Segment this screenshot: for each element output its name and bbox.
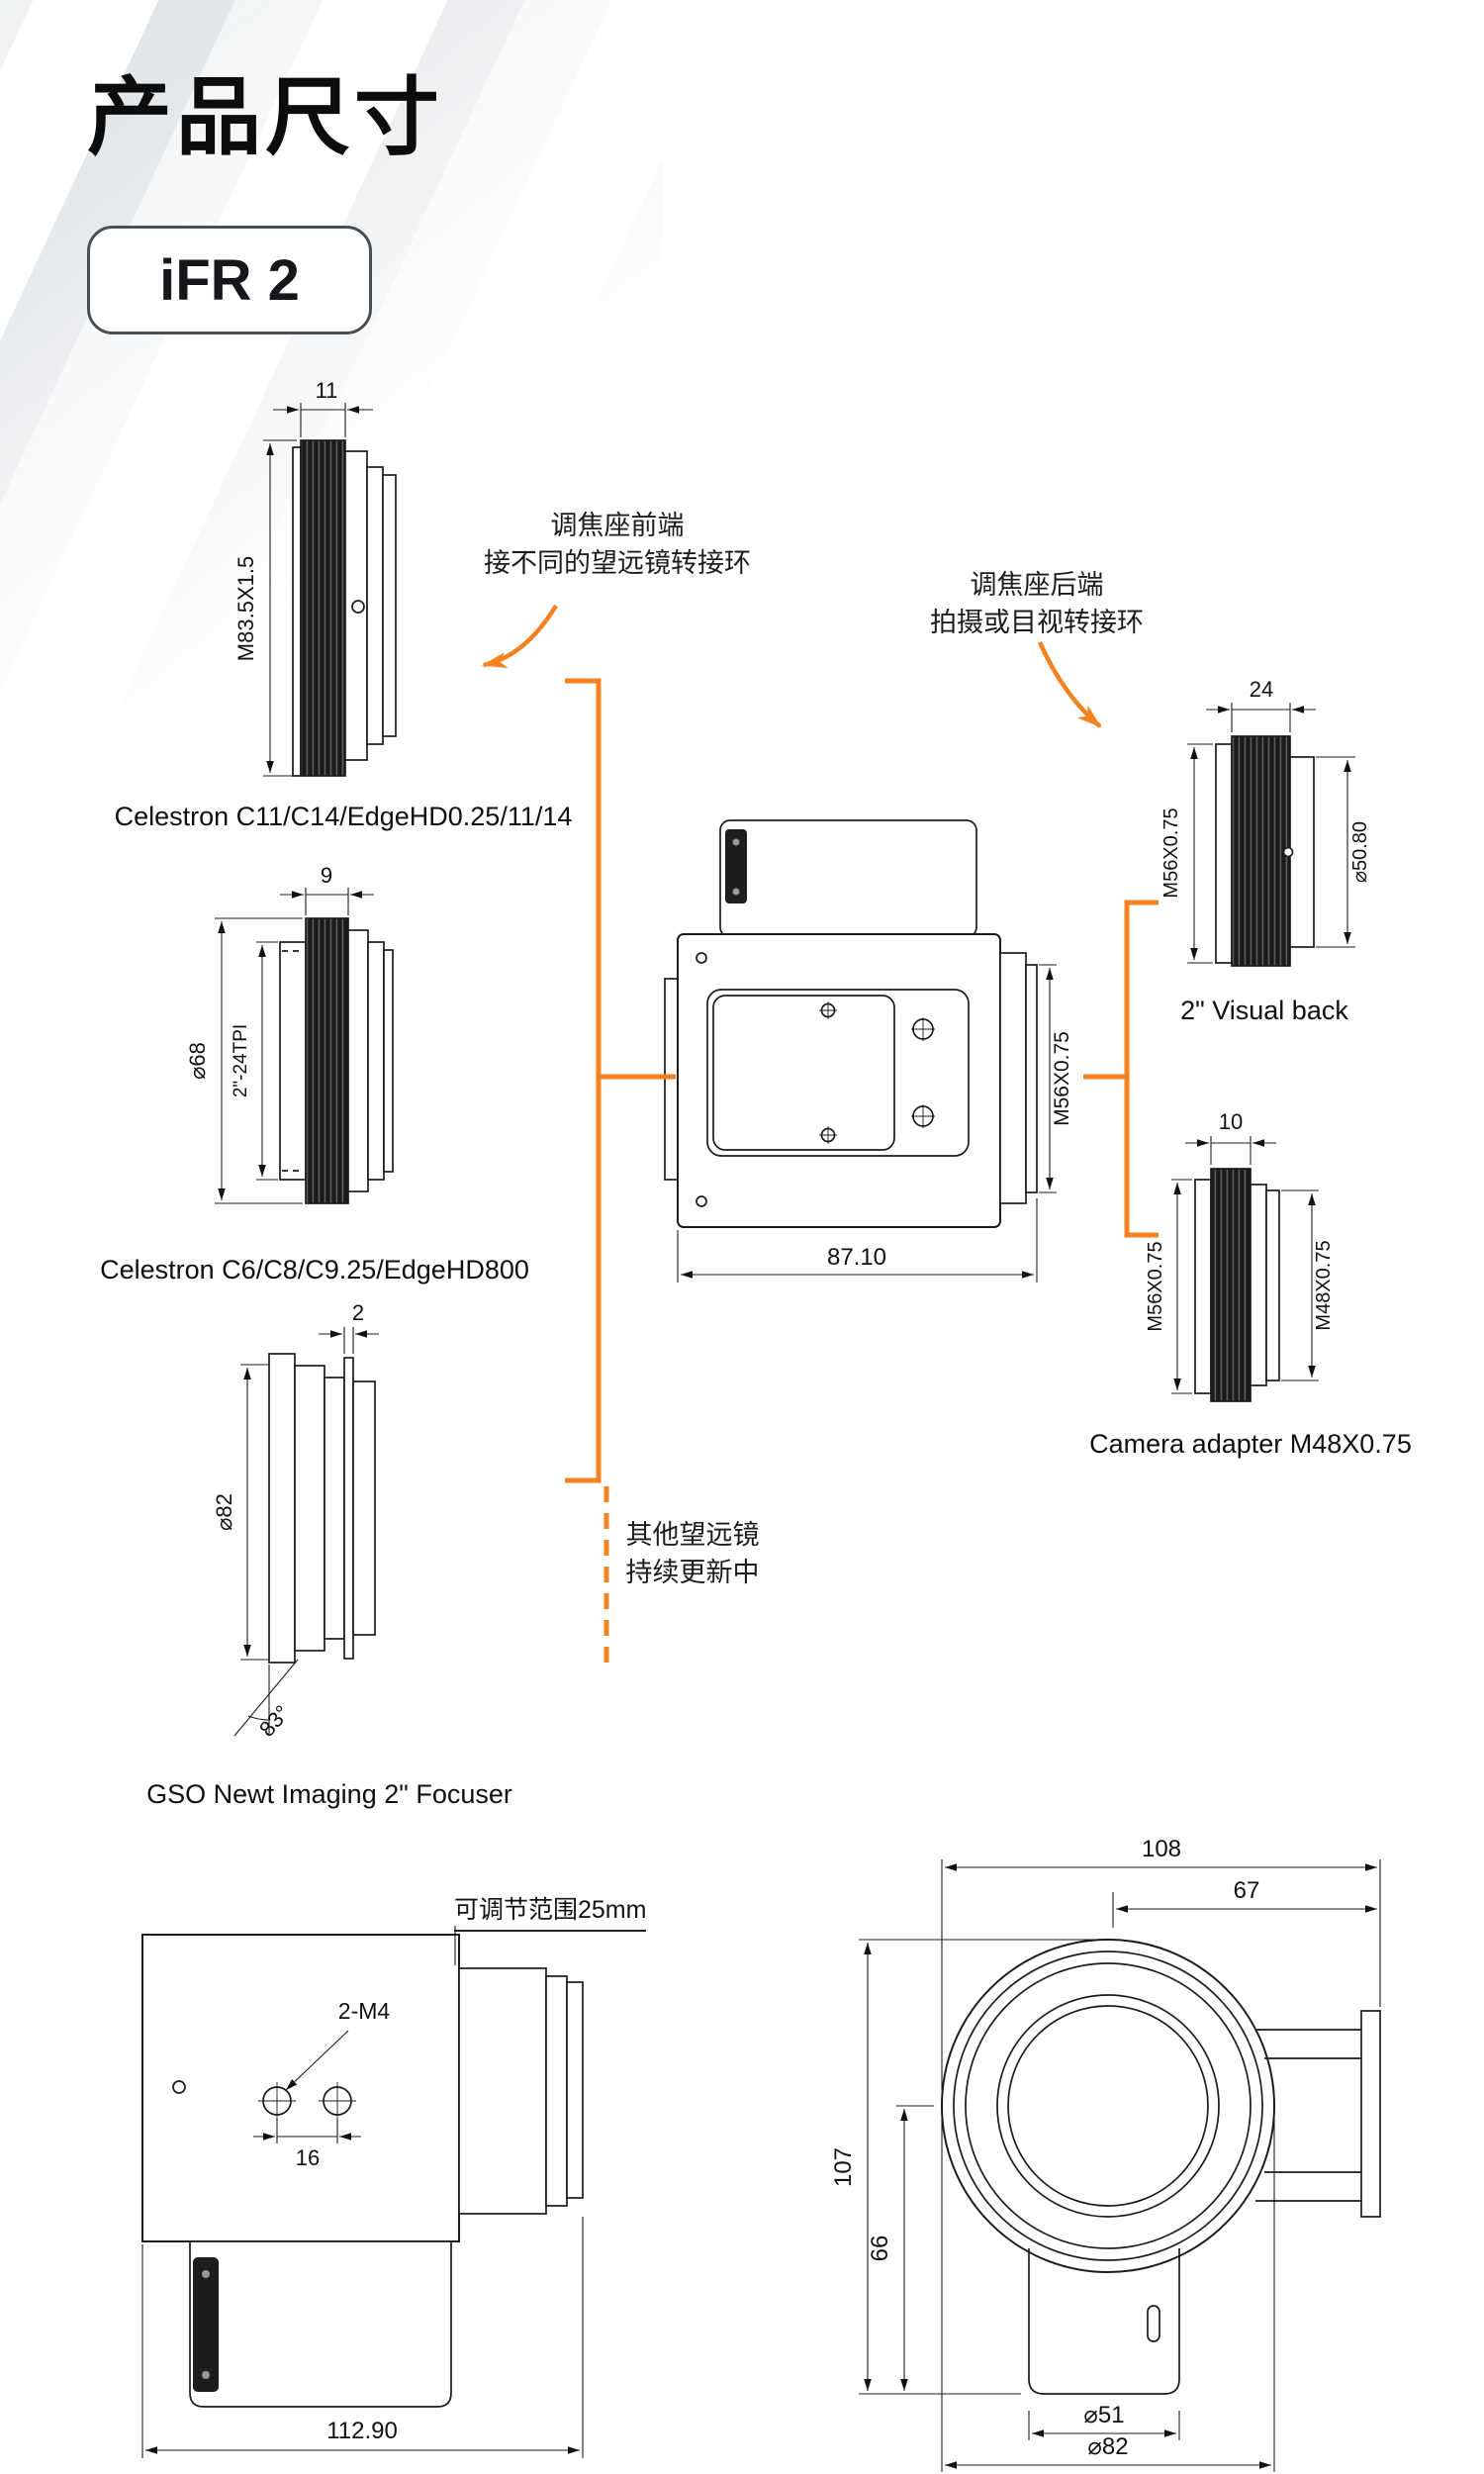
note-front-end: 调焦座前端 接不同的望远镜转接环 (484, 507, 751, 583)
dim-body-width: 87.10 (827, 1244, 886, 1271)
dim-gso-diameter: ⌀82 (212, 1493, 236, 1531)
dim-camera-width: 10 (1219, 1109, 1243, 1134)
dim-gso-width: 2 (352, 1300, 364, 1325)
dim-screw-spacing: 16 (296, 2145, 320, 2170)
camera-adapter-drawing (1194, 1168, 1280, 1402)
model-badge-label: iFR 2 (159, 247, 300, 313)
gso-adapter-drawing (268, 1353, 376, 1664)
dim-c8-outer-diameter: ⌀68 (185, 1042, 210, 1080)
c11-adapter-dimensions: 11 M83.5X1.5 (233, 378, 373, 777)
note-rear-end: 调焦座后端 拍摄或目视转接环 (930, 566, 1144, 642)
caption-c11: Celestron C11/C14/EdgeHD0.25/11/14 (114, 802, 573, 831)
dim-front-inner-diameter: ⌀51 (1083, 2402, 1124, 2428)
caption-c8: Celestron C6/C8/C9.25/EdgeHD800 (100, 1255, 529, 1285)
dim-gso-angle: 83° (254, 1700, 295, 1741)
note-other-line2: 持续更新中 (625, 1558, 760, 1588)
dim-visualback-width: 24 (1250, 677, 1273, 702)
front-view-dimensions: 108 67 107 66 ⌀51 ⌀82 (830, 1836, 1381, 2472)
caption-visual-back: 2" Visual back (1180, 996, 1348, 1025)
camera-adapter-dimensions: 10 M56X0.75 M48X0.75 (1145, 1109, 1335, 1394)
dim-visualback-thread: M56X0.75 (1160, 808, 1182, 898)
model-badge: iFR 2 (87, 226, 372, 334)
c11-adapter-drawing (292, 439, 397, 777)
visual-back-dimensions: 24 M56X0.75 ⌀50.80 (1160, 677, 1371, 964)
dim-c8-width: 9 (321, 863, 332, 888)
front-view-drawing (941, 1939, 1381, 2395)
page-title: 产品尺寸 (87, 70, 443, 165)
dim-front-height: 107 (830, 2147, 857, 2187)
dim-camera-thread-left: M56X0.75 (1145, 1241, 1166, 1331)
note-front-end-line2: 接不同的望远镜转接环 (484, 548, 751, 579)
c8-adapter-dimensions: 9 ⌀68 2"-24TPI (185, 863, 374, 1204)
dim-visualback-bore: ⌀50.80 (1349, 821, 1371, 883)
focuser-body-drawing (664, 819, 1038, 1228)
front-bracket (565, 678, 602, 1483)
dim-front-plate-width: 67 (1234, 1877, 1260, 1904)
rear-arrow (1037, 641, 1102, 728)
c8-adapter-drawing (279, 917, 394, 1204)
label-2m4: 2-M4 (338, 1998, 391, 2024)
dim-c11-width: 11 (316, 378, 338, 403)
note-rear-end-line1: 调焦座后端 (970, 570, 1104, 600)
front-arrow (481, 604, 558, 669)
note-front-end-line1: 调焦座前端 (550, 511, 685, 540)
dim-c8-thread: 2"-24TPI (231, 1024, 251, 1097)
dim-side-length: 112.90 (326, 2418, 398, 2444)
dim-camera-thread-right: M48X0.75 (1313, 1240, 1335, 1330)
note-adjust-range: 可调节范围25mm (454, 1890, 647, 1932)
dim-front-lower-height: 66 (867, 2236, 893, 2262)
note-other: 其他望远镜 持续更新中 (626, 1516, 760, 1592)
visual-back-drawing (1215, 735, 1315, 967)
caption-camera: Camera adapter M48X0.75 (1089, 1429, 1412, 1459)
side-view-dimensions: 2-M4 16 112.90 (141, 1926, 584, 2458)
dim-body-rear-thread: M56X0.75 (1051, 1031, 1073, 1126)
note-other-line1: 其他望远镜 (625, 1520, 760, 1550)
caption-gso: GSO Newt Imaging 2" Focuser (146, 1779, 512, 1809)
focuser-body-dimensions: 87.10 M56X0.75 (677, 964, 1073, 1283)
orange-connectors (481, 604, 1159, 1670)
dim-front-overall-width: 108 (1142, 1836, 1181, 1862)
side-view-drawing (141, 1934, 584, 2408)
note-rear-end-line2: 拍摄或目视转接环 (930, 608, 1144, 638)
dim-front-outer-diameter: ⌀82 (1087, 2433, 1128, 2460)
rear-bracket (1124, 900, 1159, 1238)
dim-c11-thread: M83.5X1.5 (233, 556, 258, 661)
